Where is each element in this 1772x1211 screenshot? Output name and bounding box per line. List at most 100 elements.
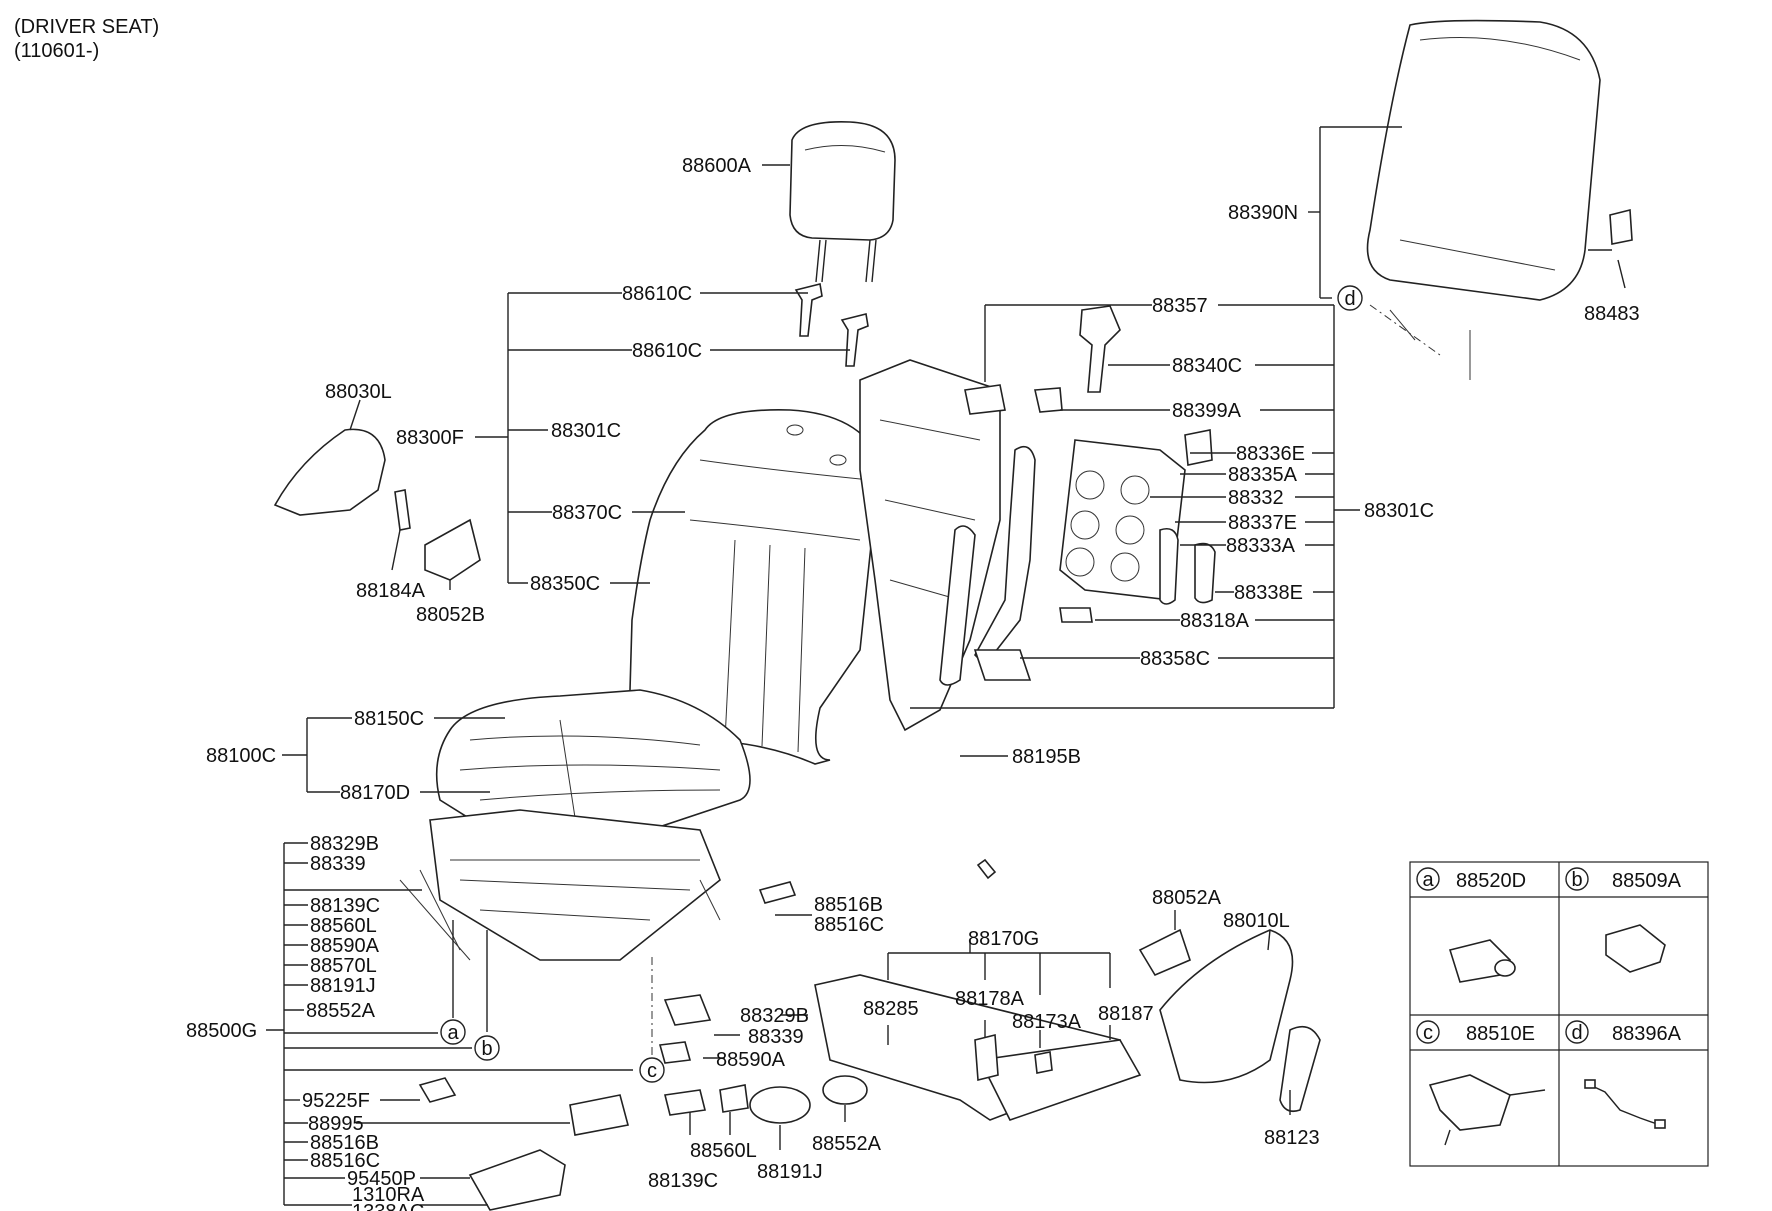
label-88195B: 88195B	[1012, 746, 1081, 768]
label-88552A: 88552A	[306, 1000, 376, 1022]
lumbar-assembly-drawing	[1059, 429, 1216, 605]
legend-part-88396A: 88396A	[1612, 1023, 1682, 1045]
lumbar-support-drawing	[964, 305, 1121, 681]
label-88301C: 88301C	[551, 420, 621, 442]
label-88516B: 88516B	[310, 1132, 379, 1154]
label-88178A: 88178A	[955, 988, 1025, 1010]
svg-text:a: a	[447, 1022, 459, 1044]
callout-c: c	[639, 1057, 665, 1083]
seat-back-frame-drawing	[859, 359, 1001, 732]
label-88301C: 88301C	[1364, 500, 1434, 522]
side-cover-right-drawing	[1138, 928, 1321, 1113]
module-drawing	[1605, 924, 1666, 973]
callout-a: a	[440, 1019, 466, 1045]
label-88570L: 88570L	[310, 955, 377, 977]
label-88173A: 88173A	[1012, 1011, 1082, 1033]
svg-text:d: d	[1344, 288, 1355, 310]
label-88610C: 88610C	[622, 283, 692, 305]
label-88335A: 88335A	[1228, 464, 1298, 486]
label-88052A: 88052A	[1152, 887, 1222, 909]
label-88560L: 88560L	[310, 915, 377, 937]
label-88150C: 88150C	[354, 708, 424, 730]
label-88370C: 88370C	[552, 502, 622, 524]
label-88560L: 88560L	[690, 1140, 757, 1162]
label-88139C: 88139C	[310, 895, 380, 917]
label-88516C: 88516C	[310, 1150, 380, 1172]
label-95450P: 95450P	[347, 1168, 416, 1190]
label-88399A: 88399A	[1172, 400, 1242, 422]
label-88483: 88483	[1584, 303, 1640, 325]
label-88285: 88285	[863, 998, 919, 1020]
label-88139C: 88139C	[648, 1170, 718, 1192]
legend-part-88509A: 88509A	[1612, 870, 1682, 892]
label-88995: 88995	[308, 1113, 364, 1135]
label-88336E: 88336E	[1236, 443, 1305, 465]
modules-drawing	[418, 858, 997, 1211]
label-88339: 88339	[310, 853, 366, 875]
label-95225F: 95225F	[302, 1090, 370, 1112]
label-88350C: 88350C	[530, 573, 600, 595]
actuator-drawing	[1428, 1074, 1511, 1131]
svg-text:c: c	[1423, 1022, 1433, 1044]
label-88329B: 88329B	[740, 1005, 809, 1027]
legend-cell-b: b 88509A	[1565, 867, 1682, 973]
header-driver-seat: (DRIVER SEAT)	[14, 16, 159, 38]
label-88184A: 88184A	[356, 580, 426, 602]
label-88191J: 88191J	[757, 1161, 823, 1183]
label-88030L: 88030L	[325, 381, 392, 403]
part-labels: 88600A 88610C 88610C 88030L 88300F 88301…	[186, 155, 1640, 1211]
legend-cell-a: a 88520D	[1416, 867, 1526, 983]
label-1310RA: 1310RA	[352, 1184, 425, 1206]
label-88600A: 88600A	[682, 155, 752, 177]
label-88590A: 88590A	[310, 935, 380, 957]
label-88333A: 88333A	[1226, 535, 1296, 557]
label-88358C: 88358C	[1140, 648, 1210, 670]
label-88191J: 88191J	[310, 975, 376, 997]
label-88010L: 88010L	[1223, 910, 1290, 932]
svg-text:c: c	[647, 1060, 657, 1082]
headrest-drawing	[789, 121, 896, 283]
label-1338AC: 1338AC	[352, 1201, 424, 1211]
label-88170G: 88170G	[968, 928, 1039, 950]
label-88123: 88123	[1264, 1127, 1320, 1149]
label-88052B: 88052B	[416, 604, 485, 626]
svg-text:b: b	[1571, 869, 1582, 891]
label-88338E: 88338E	[1234, 582, 1303, 604]
label-88332: 88332	[1228, 487, 1284, 509]
label-88390N: 88390N	[1228, 202, 1298, 224]
seat-back-shell-drawing	[1366, 19, 1633, 380]
legend-cell-c: c 88510E	[1416, 1020, 1546, 1146]
label-88329B: 88329B	[310, 833, 379, 855]
headrest-guide-drawing	[794, 283, 869, 367]
callout-d: d	[1337, 285, 1363, 311]
label-88610C: 88610C	[632, 340, 702, 362]
legend-part-88520D: 88520D	[1456, 870, 1526, 892]
svg-text:b: b	[481, 1038, 492, 1060]
label-88337E: 88337E	[1228, 512, 1297, 534]
label-88318A: 88318A	[1180, 610, 1250, 632]
label-88357: 88357	[1152, 295, 1208, 317]
side-cover-left-drawing	[273, 428, 481, 581]
label-88552A: 88552A	[812, 1133, 882, 1155]
label-88340C: 88340C	[1172, 355, 1242, 377]
label-88300F: 88300F	[396, 427, 464, 449]
label-88516C: 88516C	[814, 914, 884, 936]
svg-text:a: a	[1422, 869, 1434, 891]
header-date-range: (110601-)	[14, 40, 99, 62]
callout-b: b	[474, 1035, 500, 1061]
legend-table: a 88520D b 88509A c 88510E d 88396A	[1409, 861, 1709, 1167]
legend-cell-d: d 88396A	[1565, 1020, 1682, 1129]
switch-panel-drawing	[814, 974, 1142, 1121]
label-88100C: 88100C	[206, 745, 276, 767]
label-88170D: 88170D	[340, 782, 410, 804]
wire-harness-drawing	[1589, 1084, 1661, 1126]
leader-lines	[266, 126, 1626, 1206]
label-88590A: 88590A	[716, 1049, 786, 1071]
label-88500G: 88500G	[186, 1020, 257, 1042]
label-88187: 88187	[1098, 1003, 1154, 1025]
label-88516B: 88516B	[814, 894, 883, 916]
label-88339: 88339	[748, 1026, 804, 1048]
svg-text:d: d	[1571, 1022, 1582, 1044]
seat-back-cover-drawing	[629, 409, 881, 765]
